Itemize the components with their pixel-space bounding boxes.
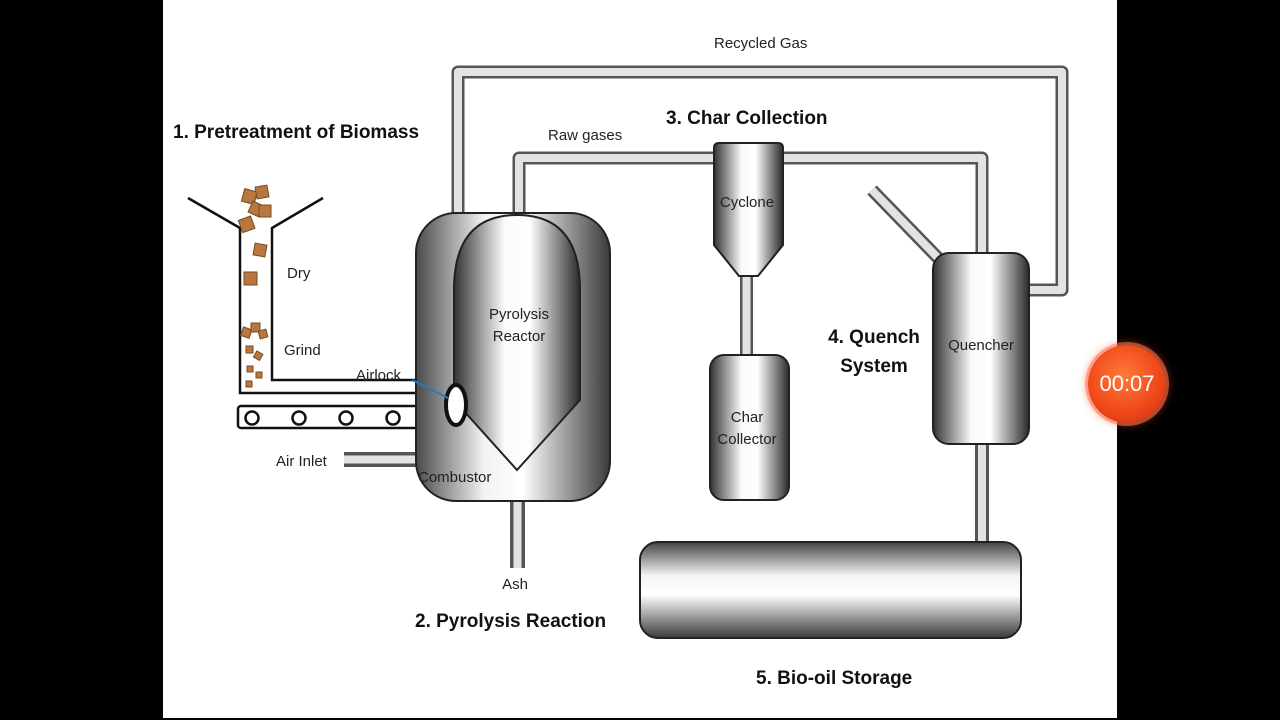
heading-pretreatment: 1. Pretreatment of Biomass: [173, 122, 419, 143]
char-collector-label-2: Collector: [717, 431, 776, 448]
heading-bio-oil-storage: 5. Bio-oil Storage: [756, 668, 912, 689]
air-inlet-pipe: [344, 452, 420, 467]
video-timer-badge[interactable]: 00:07: [1088, 345, 1166, 423]
timer-text: 00:07: [1099, 371, 1155, 396]
heading-quench-system-2: System: [840, 356, 908, 377]
air-inlet-label: Air Inlet: [276, 453, 328, 470]
feed-hopper: [187, 196, 445, 395]
cyclone-to-collector-pipe: [740, 276, 753, 358]
airlock-pointer: [411, 379, 449, 399]
quencher-to-storage-pipe: [975, 442, 989, 545]
ash-label: Ash: [502, 576, 528, 593]
combustor-label: Combustor: [418, 469, 491, 486]
quencher-label: Quencher: [948, 337, 1014, 354]
pyrolysis-reactor-label-2: Reactor: [493, 328, 546, 345]
cyclone-label: Cyclone: [720, 194, 774, 211]
bio-oil-storage-tank: [639, 541, 1022, 639]
pyrolysis-reactor-label-1: Pyrolysis: [489, 306, 549, 323]
raw-gases-label: Raw gases: [548, 127, 622, 144]
char-collector-label-1: Char: [731, 409, 764, 426]
recycled-gas-label: Recycled Gas: [714, 35, 807, 52]
char-collector-vessel: [709, 354, 790, 501]
recycled-gas-pipe: [451, 65, 1069, 297]
pyrolysis-reactor-vessel: [453, 213, 581, 472]
dry-label: Dry: [287, 265, 311, 282]
heading-char-collection: 3. Char Collection: [666, 108, 828, 129]
airlock-label: Airlock: [356, 367, 402, 384]
cyclone-vessel: [713, 142, 784, 277]
heading-pyrolysis-reaction: 2. Pyrolysis Reaction: [415, 611, 606, 632]
quencher-vessel: [932, 252, 1030, 445]
quencher-spray-inlet: [867, 185, 945, 265]
heading-quench-system-1: 4. Quench: [828, 327, 920, 348]
biomass-particles: [237, 184, 272, 388]
grind-label: Grind: [284, 342, 321, 359]
airlock-valve[interactable]: [444, 383, 468, 427]
